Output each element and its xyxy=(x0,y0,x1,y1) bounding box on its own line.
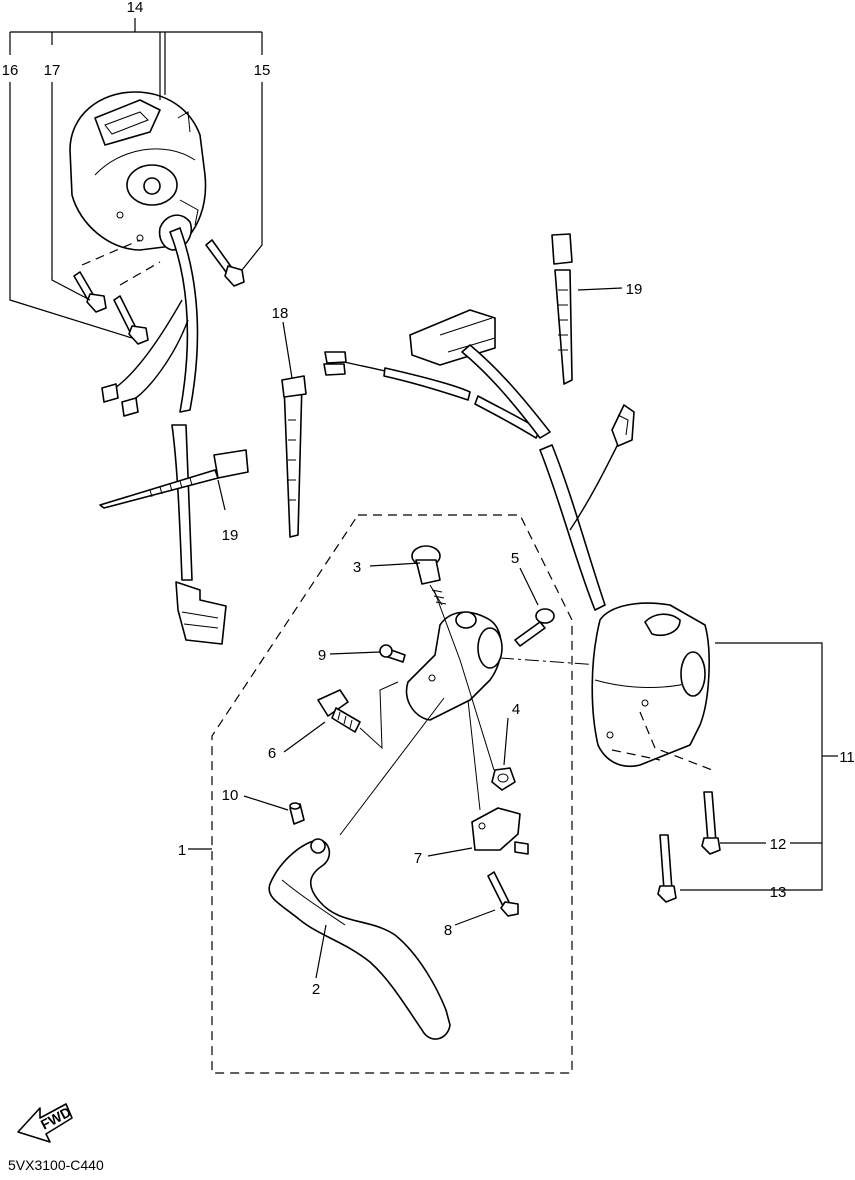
fwd-arrow-icon: FWD xyxy=(17,1103,74,1143)
bolt-5 xyxy=(514,608,555,647)
collar-10 xyxy=(289,802,305,825)
callout-1: 1 xyxy=(178,842,186,859)
callout-3: 3 xyxy=(353,559,361,576)
callout-16: 16 xyxy=(2,62,19,79)
screw-8 xyxy=(487,871,519,917)
screw-12 xyxy=(701,791,721,855)
callout-19-right: 19 xyxy=(626,281,643,298)
callout-10: 10 xyxy=(222,787,239,804)
callout-6: 6 xyxy=(268,745,276,762)
clamp-18 xyxy=(281,375,307,538)
brake-lever-2 xyxy=(268,838,451,1040)
callout-5: 5 xyxy=(511,550,519,567)
callout-17: 17 xyxy=(44,62,61,79)
reference-code: 5VX3100-C440 xyxy=(8,1157,104,1173)
callout-12: 12 xyxy=(770,836,787,853)
callout-11: 11 xyxy=(839,749,855,766)
callout-2: 2 xyxy=(312,981,320,998)
assembly-boundary xyxy=(211,514,573,1074)
brake-light-switch-7 xyxy=(471,807,529,855)
nut-4 xyxy=(491,767,516,791)
callout-9: 9 xyxy=(318,647,326,664)
screw-15 xyxy=(205,239,245,287)
callout-7: 7 xyxy=(414,850,422,867)
left-handlebar-switch xyxy=(69,91,207,251)
callout-8: 8 xyxy=(444,922,452,939)
callout-15: 15 xyxy=(254,62,271,79)
screw-13 xyxy=(657,834,677,903)
screw-16 xyxy=(113,295,149,345)
brake-lever-holder xyxy=(405,611,503,721)
bolt-6 xyxy=(317,689,361,733)
callout-18: 18 xyxy=(272,305,289,322)
callout-4: 4 xyxy=(512,701,520,718)
callout-14: 14 xyxy=(127,0,144,16)
callout-19-left: 19 xyxy=(222,527,239,544)
screw-17 xyxy=(73,271,107,313)
right-handlebar-switch xyxy=(591,602,710,767)
screw-9 xyxy=(379,644,406,663)
callout-13: 13 xyxy=(770,884,787,901)
bolt-3 xyxy=(411,545,447,606)
